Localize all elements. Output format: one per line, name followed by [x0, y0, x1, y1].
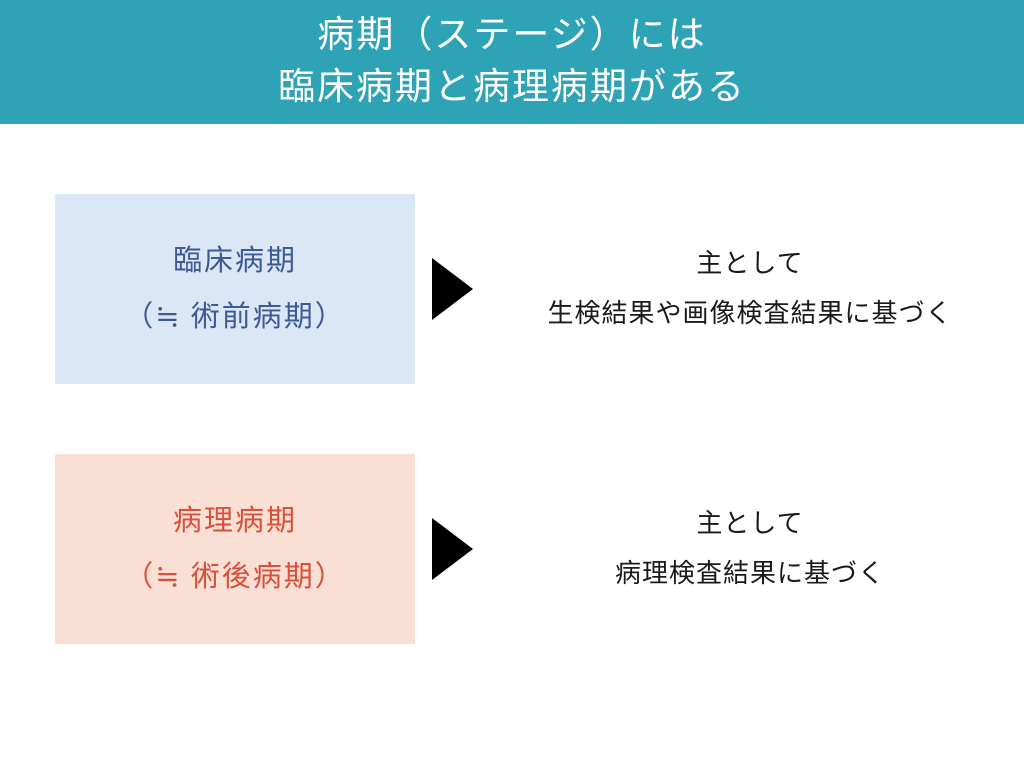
clinical-description: 主として 生検結果や画像検査結果に基づく — [490, 194, 1010, 384]
slide-header-banner: 病期（ステージ）には 臨床病期と病理病期がある — [0, 0, 1024, 124]
pathological-description: 主として 病理検査結果に基づく — [490, 454, 1010, 644]
pathological-description-line-2: 病理検査結果に基づく — [614, 559, 885, 588]
pathological-description-line-1: 主として — [696, 509, 804, 538]
stage-row-pathological: 病理病期 （≒ 術後病期） 主として 病理検査結果に基づく — [0, 454, 1024, 644]
clinical-stage-sublabel: （≒ 術前病期） — [124, 301, 346, 333]
pathological-stage-sublabel: （≒ 術後病期） — [124, 561, 346, 593]
right-triangle-arrow-icon — [432, 518, 473, 580]
pathological-stage-label: 病理病期 — [172, 505, 297, 537]
slide-content-area: 臨床病期 （≒ 術前病期） 主として 生検結果や画像検査結果に基づく 病理病期 … — [0, 124, 1024, 768]
pathological-stage-box: 病理病期 （≒ 術後病期） — [55, 454, 415, 644]
clinical-description-line-2: 生検結果や画像検査結果に基づく — [547, 299, 953, 328]
right-triangle-arrow-icon — [432, 258, 473, 320]
clinical-stage-box: 臨床病期 （≒ 術前病期） — [55, 194, 415, 384]
slide-title-line-2: 臨床病期と病理病期がある — [278, 67, 746, 108]
stage-row-clinical: 臨床病期 （≒ 術前病期） 主として 生検結果や画像検査結果に基づく — [0, 194, 1024, 384]
clinical-stage-label: 臨床病期 — [172, 245, 297, 277]
slide-title-line-1: 病期（ステージ）には — [317, 15, 707, 56]
clinical-description-line-1: 主として — [696, 249, 804, 278]
